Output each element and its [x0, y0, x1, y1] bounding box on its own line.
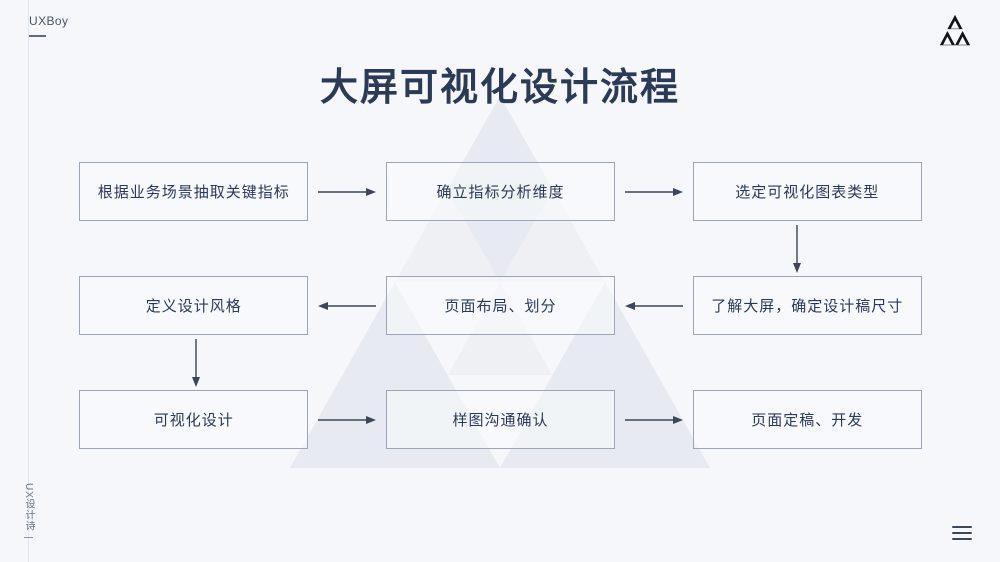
menu-line — [952, 526, 972, 528]
flow-node[interactable]: 页面布局、划分 — [385, 276, 616, 335]
flow-node[interactable]: 确立指标分析维度 — [385, 162, 616, 221]
flow-node[interactable]: 可视化设计 — [79, 390, 309, 449]
arrow-right-icon — [308, 182, 385, 202]
page-title: 大屏可视化设计流程 — [319, 67, 680, 109]
flow-row: 可视化设计 样图沟通确认 页面定稿、开发 — [79, 390, 922, 449]
brand-underline — [29, 35, 46, 37]
arrow-down-icon — [189, 339, 209, 387]
brand-logo: UXBoy — [29, 14, 68, 37]
triangle-fractal-logo-icon — [939, 14, 971, 46]
arrow-left-icon — [615, 296, 692, 316]
arrow-down-icon — [790, 225, 810, 273]
arrow-right-icon — [615, 182, 692, 202]
flow-gap — [79, 335, 922, 390]
footer-side-label-text: UX设计诗 — [23, 483, 34, 532]
arrow-left-icon — [308, 296, 385, 316]
flow-row: 根据业务场景抽取关键指标 确立指标分析维度 选定可视化图表类型 — [79, 162, 922, 221]
menu-line — [952, 538, 972, 540]
flow-node[interactable]: 页面定稿、开发 — [692, 390, 922, 449]
flow-gap — [79, 221, 922, 276]
left-vertical-rule — [28, 0, 29, 562]
menu-line — [952, 532, 972, 534]
flow-node[interactable]: 样图沟通确认 — [385, 390, 616, 449]
flow-node[interactable]: 选定可视化图表类型 — [692, 162, 922, 221]
flow-node[interactable]: 了解大屏，确定设计稿尺寸 — [692, 276, 922, 335]
flow-node[interactable]: 定义设计风格 — [79, 276, 309, 335]
hamburger-menu-icon[interactable] — [952, 526, 972, 540]
arrow-right-icon — [308, 410, 385, 430]
brand-name: UXBoy — [29, 14, 69, 28]
flow-row: 定义设计风格 页面布局、划分 了解大屏，确定设计稿尺寸 — [79, 276, 922, 335]
flowchart: 根据业务场景抽取关键指标 确立指标分析维度 选定可视化图表类型 定义设计风格 页… — [79, 162, 922, 449]
arrow-right-icon — [615, 410, 692, 430]
footer-side-label: UX设计诗 — [22, 483, 34, 538]
flow-node[interactable]: 根据业务场景抽取关键指标 — [79, 162, 309, 221]
footer-side-label-dash — [23, 537, 33, 538]
